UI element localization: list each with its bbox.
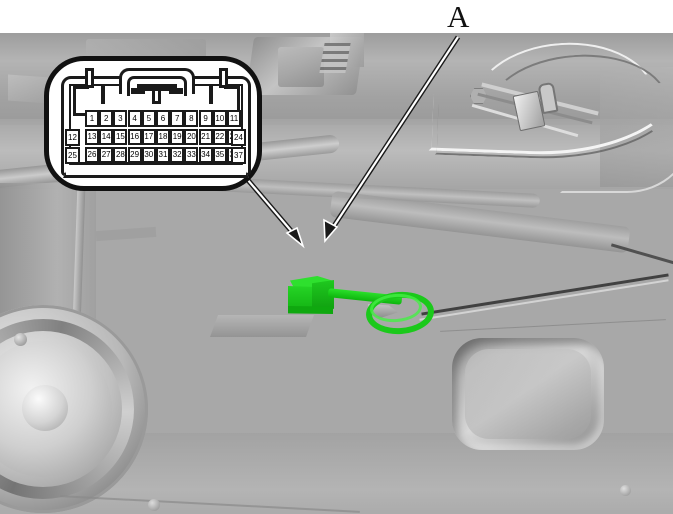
speaker-mount-screw xyxy=(14,333,27,346)
pin-12: 12 xyxy=(65,129,80,146)
pin-1: 1 xyxy=(85,110,99,127)
pin-16: 16 xyxy=(127,129,142,145)
pin-37: 37 xyxy=(231,147,246,164)
panel-detail-mid xyxy=(95,226,157,242)
connector-key-left xyxy=(101,84,105,104)
pin-5: 5 xyxy=(141,110,156,127)
connector-lower-lip xyxy=(288,306,333,314)
pin-19: 19 xyxy=(170,129,185,145)
pin-4: 4 xyxy=(127,110,142,127)
harness-strand-10 xyxy=(421,273,669,316)
pin-6: 6 xyxy=(156,110,170,127)
connector-latch-wing-left xyxy=(131,88,145,94)
component-callout-a: A xyxy=(447,0,470,34)
pin-9: 9 xyxy=(198,110,213,127)
connector-key-right xyxy=(209,84,213,104)
connector-notch-left xyxy=(85,68,94,88)
door-panel-recess-floor xyxy=(465,349,591,439)
pin-14: 14 xyxy=(99,129,114,145)
pin-20: 20 xyxy=(184,129,199,145)
pin-30: 30 xyxy=(141,147,156,163)
pin-8: 8 xyxy=(184,110,199,127)
speaker-dust-cap xyxy=(22,385,68,431)
pin-32: 32 xyxy=(170,147,185,163)
connector-front-face xyxy=(312,280,334,312)
pin-29: 29 xyxy=(127,147,142,163)
highlighted-connector xyxy=(284,272,436,337)
connector-notch-right xyxy=(219,68,228,88)
harness-strand-9 xyxy=(610,243,673,266)
panel-bolt-1 xyxy=(148,499,160,511)
pin-27: 27 xyxy=(99,147,114,163)
connector-latch-bar xyxy=(137,84,177,91)
harness-strand-5 xyxy=(560,129,673,193)
pin-33: 33 xyxy=(184,147,199,163)
panel-seam-line xyxy=(440,319,666,332)
bracket-inner-plate xyxy=(278,47,324,87)
connector-rail-left xyxy=(73,86,89,116)
pin-18: 18 xyxy=(156,129,170,145)
pin-7: 7 xyxy=(170,110,185,127)
pin-26: 26 xyxy=(85,147,99,163)
pin-11: 11 xyxy=(227,110,241,127)
connector-latch-wing-right xyxy=(169,88,183,94)
panel-bolt-2 xyxy=(620,485,631,496)
pin-24: 24 xyxy=(231,129,246,146)
connector-retainer-clip xyxy=(368,304,398,318)
pin-25: 25 xyxy=(65,147,80,164)
pin-3: 3 xyxy=(113,110,128,127)
pin-2: 2 xyxy=(99,110,114,127)
pin-35: 35 xyxy=(212,147,227,163)
pin-15: 15 xyxy=(113,129,128,145)
vent-slots xyxy=(319,43,351,73)
harness-strand-11 xyxy=(419,279,669,321)
pin-34: 34 xyxy=(198,147,213,163)
pin-31: 31 xyxy=(156,147,170,163)
pin-17: 17 xyxy=(141,129,156,145)
pin-22: 22 xyxy=(212,129,227,145)
pin-21: 21 xyxy=(198,129,213,145)
pin-13: 13 xyxy=(85,129,99,145)
pin-10: 10 xyxy=(212,110,227,127)
pin-28: 28 xyxy=(113,147,128,163)
connector-latch-stem xyxy=(152,88,161,104)
